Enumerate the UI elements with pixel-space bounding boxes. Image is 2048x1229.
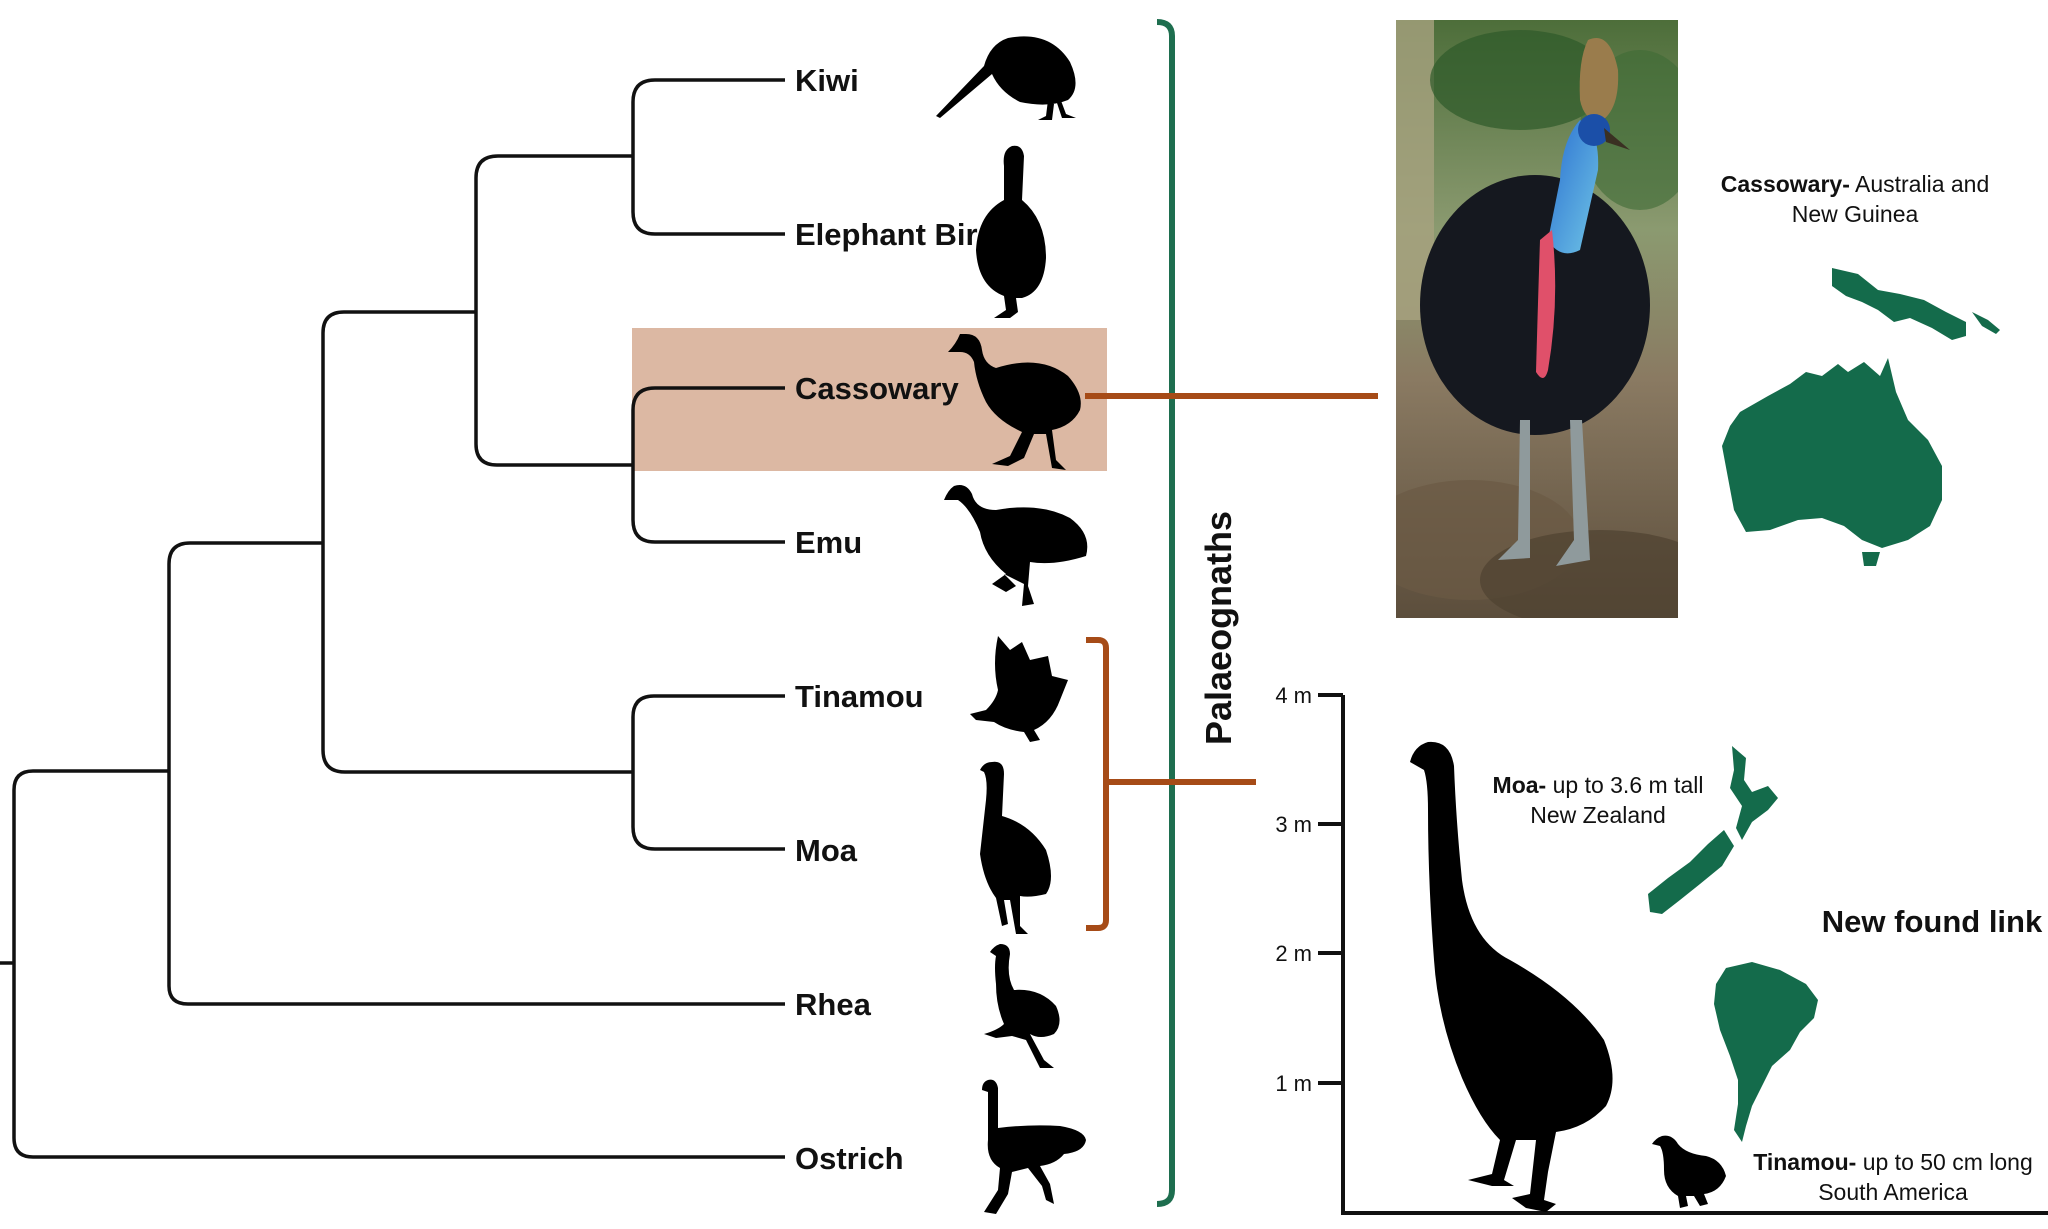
cassowary-photo	[1396, 20, 1678, 618]
tinamou-note-text1: up to 50 cm long	[1856, 1149, 2032, 1175]
taxon-label-kiwi: Kiwi	[795, 63, 859, 98]
moa-note-line2: New Zealand	[1530, 802, 1666, 828]
cassowary-note-line2: New Guinea	[1792, 201, 1919, 227]
taxon-label-tinamou: Tinamou	[795, 679, 924, 714]
cassowary-note-line1: Cassowary- Australia and	[1721, 171, 1990, 197]
taxon-label-moa: Moa	[795, 833, 858, 868]
phylogenetic-tree	[0, 78, 785, 1159]
scale-tick-4m: 4 m	[1275, 683, 1312, 708]
cassowary-silhouette-icon	[948, 334, 1081, 470]
moa-note-text1: up to 3.6 m tall	[1546, 772, 1703, 798]
palaeognaths-bracket	[1156, 19, 1175, 1207]
tinamou-moa-bracket	[1086, 637, 1109, 931]
taxon-labels: Kiwi Elephant Bird Cassowary Emu Tinamou…	[795, 63, 997, 1176]
small-tinamou-silhouette-icon	[1652, 1135, 1726, 1208]
ostrich-silhouette-icon	[982, 1079, 1086, 1214]
taxon-label-emu: Emu	[795, 525, 862, 560]
emu-silhouette-icon	[944, 485, 1088, 606]
palaeognaths-label: Palaeognaths	[1198, 511, 1239, 745]
moa-note-name: Moa-	[1493, 772, 1547, 798]
rhea-silhouette-icon	[984, 944, 1060, 1068]
scale-tick-1m: 1 m	[1275, 1071, 1312, 1096]
moa-note-line1: Moa- up to 3.6 m tall	[1493, 772, 1704, 798]
australia-new-guinea-map-icon	[1722, 268, 2000, 566]
tinamou-silhouette-icon	[970, 636, 1068, 742]
moa-silhouette-icon	[980, 761, 1051, 934]
tinamou-note-line1: Tinamou- up to 50 cm long	[1753, 1149, 2033, 1175]
taxon-label-elephant-bird: Elephant Bird	[795, 217, 997, 252]
new-found-link-title: New found link	[1822, 904, 2043, 939]
taxon-label-ostrich: Ostrich	[795, 1141, 904, 1176]
scale-tick-2m: 2 m	[1275, 941, 1312, 966]
cassowary-note-name: Cassowary-	[1721, 171, 1850, 197]
south-america-map-icon	[1714, 962, 1818, 1142]
tinamou-note-line2: South America	[1818, 1179, 1968, 1205]
kiwi-silhouette-icon	[936, 36, 1076, 120]
large-moa-silhouette-icon	[1410, 741, 1613, 1212]
height-scale: 4 m 3 m 2 m 1 m	[1275, 683, 2048, 1215]
tinamou-note-name: Tinamou-	[1753, 1149, 1856, 1175]
cassowary-note-text1: Australia and	[1850, 171, 1989, 197]
scale-tick-3m: 3 m	[1275, 812, 1312, 837]
taxon-label-cassowary: Cassowary	[795, 371, 959, 406]
new-zealand-map-icon	[1648, 746, 1778, 914]
taxon-label-rhea: Rhea	[795, 987, 872, 1022]
elephant-bird-silhouette-icon	[976, 145, 1046, 318]
bird-silhouettes	[936, 36, 1088, 1214]
